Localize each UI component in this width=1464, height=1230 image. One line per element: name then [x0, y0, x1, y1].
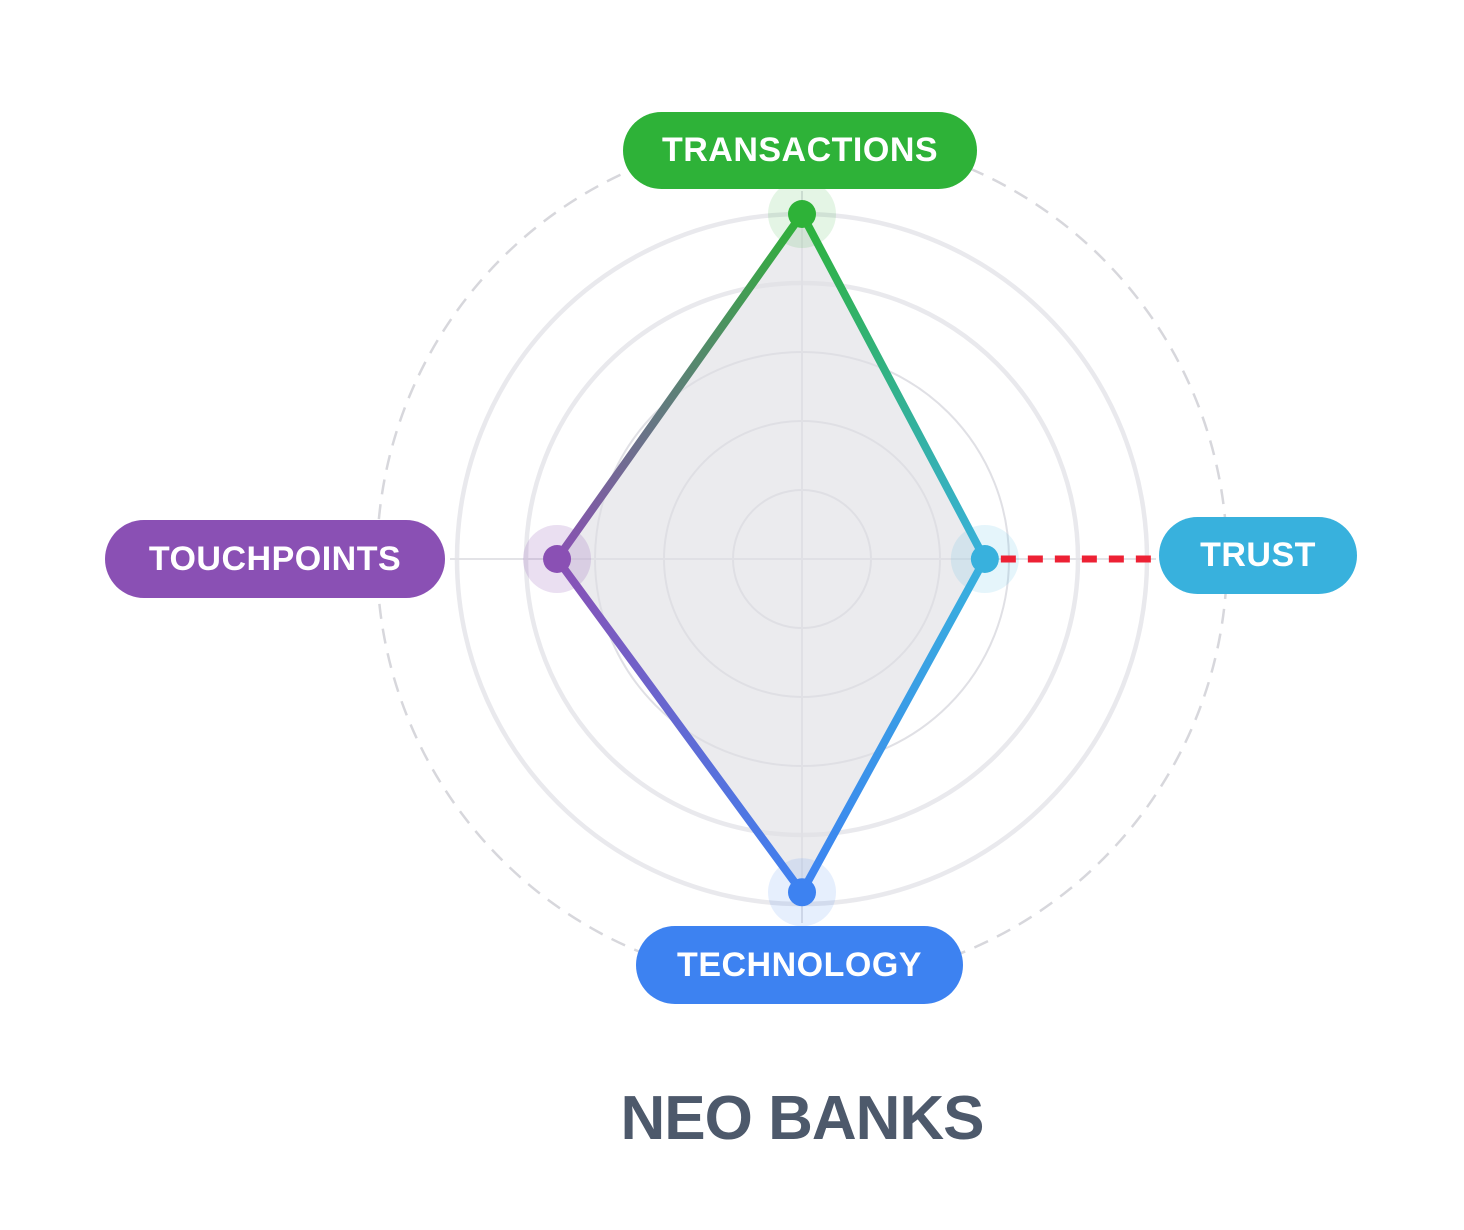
radar-polygon-edge-2: [553, 555, 806, 897]
vertex-dot-trust: [970, 545, 999, 573]
axis-label-trust: TRUST: [1159, 517, 1357, 594]
radar-polygon-edge-1: [798, 555, 989, 897]
axis-label-touchpoints-text: TOUCHPOINTS: [148, 539, 402, 578]
axis-label-trust-text: TRUST: [1200, 536, 1316, 574]
axis-label-technology-text: TECHNOLOGY: [677, 945, 922, 984]
axis-label-technology: TECHNOLOGY: [636, 926, 963, 1004]
radar-polygon-edge-0: [798, 210, 989, 563]
axis-label-transactions-text: TRANSACTIONS: [661, 131, 939, 169]
vertex-dot-touchpoints: [543, 545, 572, 573]
radar-polygon-fill: [557, 214, 985, 893]
axis-label-transactions: TRANSACTIONS: [623, 112, 977, 189]
chart-title: NEO BANKS: [620, 1084, 984, 1153]
vertex-dot-transactions: [788, 200, 816, 228]
axis-label-touchpoints: TOUCHPOINTS: [105, 520, 445, 598]
vertex-dot-technology: [788, 878, 816, 907]
radar-polygon-edge-3: [553, 210, 806, 563]
